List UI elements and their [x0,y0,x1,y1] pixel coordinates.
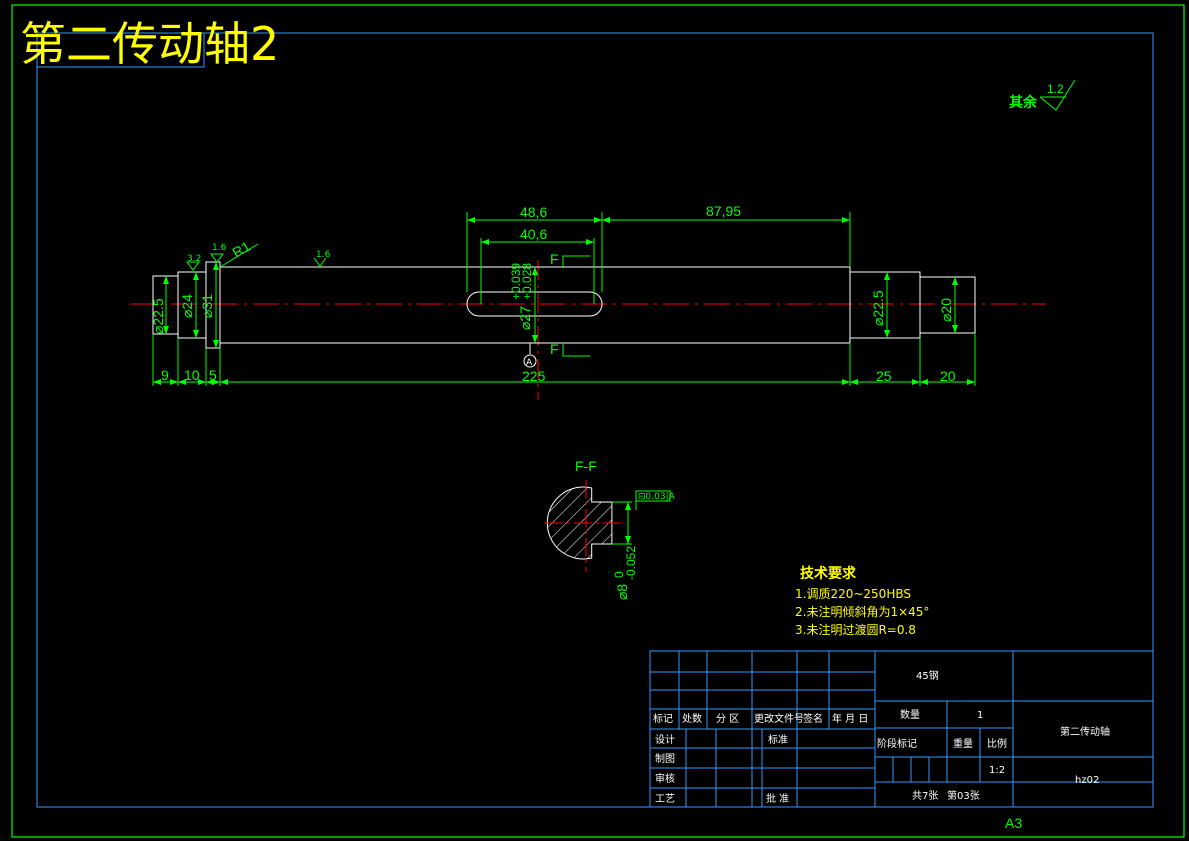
inner-border [36,32,1154,808]
title-block [649,650,1154,808]
dim-40-6: 40,6 [520,226,547,242]
shaft [152,261,976,349]
notes-heading: 技术要求 [800,565,857,582]
scale-label: 比例 [987,737,1007,750]
section-tol-up: 0 [612,571,626,578]
dia-31: ⌀31 [199,294,215,318]
sheet-size: A3 [1005,815,1022,831]
rev-header-4: 更改文件号 [754,712,804,725]
outer-frame [11,4,1185,838]
diameter-lines [163,262,958,348]
dim-25: 25 [876,368,892,384]
section-mark-bottom: F [550,341,559,357]
rev-header-1: 标记 [653,713,673,725]
tol-upper: +0.039 [509,263,523,300]
standard-label: 标准 [768,734,788,746]
section-width: ⌀8 [614,584,630,600]
tolerance-frame-text: ⊟0.03|A [638,492,676,502]
page-title: 第二传动轴2 [20,17,279,71]
dim-5: 5 [209,367,217,383]
dim-87-95: 87,95 [706,203,741,219]
rev-header-6: 年 月 日 [832,712,868,725]
dia-22-5-left: ⌀22.5 [150,298,166,334]
dim-225: 225 [522,368,546,384]
row-process: 工艺 [655,793,675,805]
rev-header-5: 签名 [803,712,823,725]
rough-a: 3.2 [187,254,201,264]
dim-48-6: 48,6 [520,204,547,220]
note-2: 2.未注明倾斜角为1×45° [795,604,929,619]
dia-22-5-right: ⌀22.5 [870,290,886,326]
row-check: 审核 [655,772,675,785]
row-draw: 制图 [655,752,675,765]
rough-b: 1.6 [212,243,227,253]
section-tol-lo: -0.052 [624,546,638,580]
roughness-value: 1.2 [1047,82,1064,96]
dim-20: 20 [940,368,956,384]
scale-value: 1:2 [989,765,1005,776]
datum-a: A [526,358,533,368]
section-marks [562,255,590,357]
rough-c: 1.6 [316,250,331,260]
bottom-dimensions [152,333,976,386]
sheet-count: 共7张 [912,790,938,802]
title-box [36,32,205,68]
roughness-note: 其余 1.2 [1009,79,1076,111]
top-dimensions [466,212,851,304]
section-label: F-F [575,458,597,474]
stage-label: 阶段标记 [877,737,917,750]
cross-section [545,480,626,572]
svg-text:其余: 其余 [1009,94,1038,110]
dia-24: ⌀24 [179,294,195,318]
part-name: 第二传动轴 [1060,725,1110,738]
quantity-label: 数量 [900,708,920,721]
tol-lower: +0.028 [520,263,534,300]
dia-27: ⌀27 [517,306,533,330]
note-1: 1.调质220~250HBS [795,587,911,601]
weight-label: 重量 [953,737,973,750]
drawing-number: hz02 [1075,775,1099,786]
material: 45钢 [916,669,939,682]
surface-marks [186,243,327,271]
sheet-number: 第03张 [947,789,980,802]
section-dims [611,490,671,545]
datum-symbol [523,342,538,368]
dia-20: ⌀20 [938,298,954,322]
rev-header-2: 处数 [682,712,702,725]
approve-label: 批 准 [766,792,789,805]
fillet-r1: R1 [230,238,254,261]
dim-9: 9 [161,367,169,383]
dim-10: 10 [184,367,200,383]
rev-header-3: 分 区 [716,713,739,725]
row-design: 设计 [655,733,675,746]
note-3: 3.未注明过渡圆R=0.8 [795,622,916,637]
section-mark-top: F [550,251,559,267]
quantity-value: 1 [977,710,983,721]
